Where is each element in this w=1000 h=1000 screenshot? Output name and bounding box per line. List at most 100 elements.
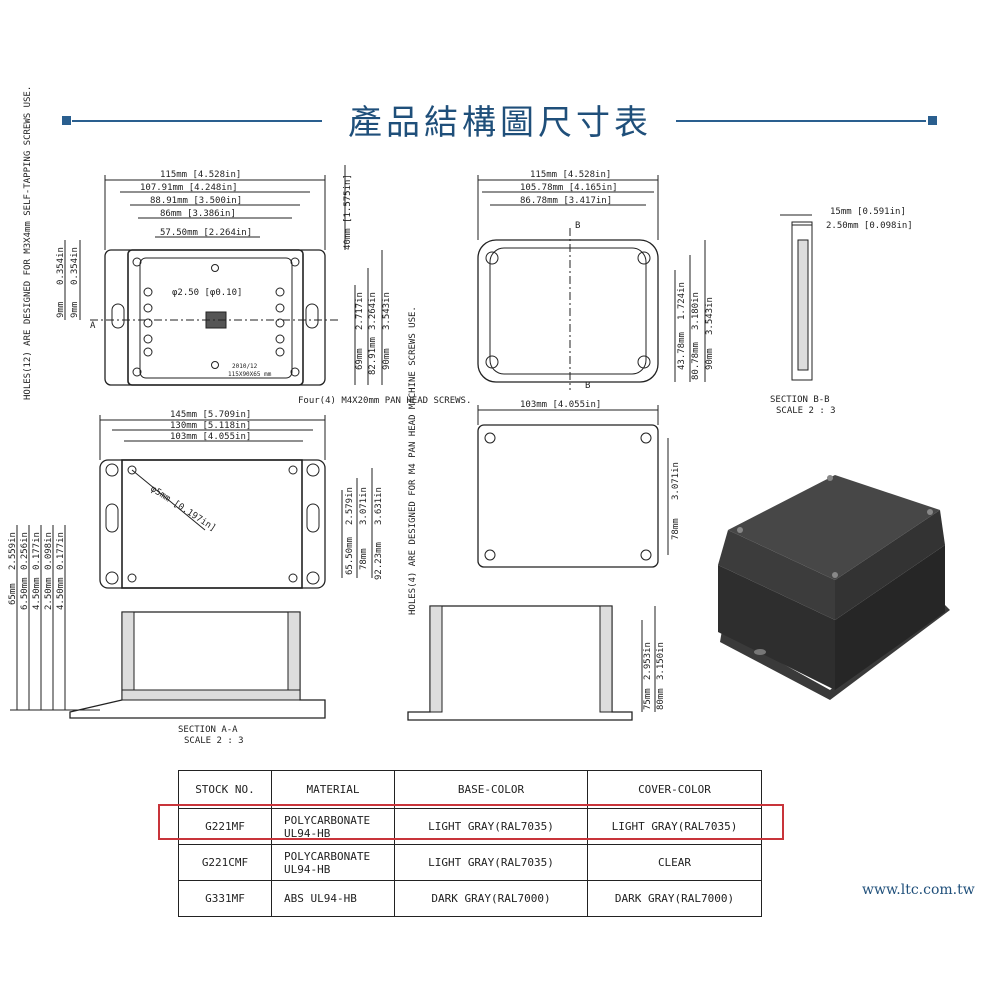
- base-back-view: [477, 405, 669, 568]
- section-aa-scale: SCALE 2 : 3: [184, 736, 244, 746]
- dim-bottom-3631: 3.631in: [374, 487, 384, 525]
- dim-side-0177a: 0.177in: [32, 532, 42, 570]
- base-inside-view: [477, 175, 706, 390]
- side-height-dims: [10, 525, 100, 711]
- website-footer: www.ltc.com.tw: [862, 882, 975, 898]
- dim-lid-left-9a: 9mm: [56, 302, 66, 318]
- spec-table: STOCK NO. MATERIAL BASE-COLOR COVER-COLO…: [178, 770, 762, 917]
- base-color-cell: DARK GRAY(RAL7000): [394, 880, 588, 917]
- dim-inner-3543: 3.543in: [705, 297, 715, 335]
- dim-bottom-78mm: 78mm: [359, 548, 369, 570]
- dim-back-78mm: 78mm: [671, 518, 681, 540]
- section-bb-view: [780, 214, 813, 381]
- lid-stamp-size: 115X90X65 mm: [228, 371, 272, 378]
- lid-section-mark: A: [90, 321, 96, 331]
- dim-lid-57: 57.50mm [2.264in]: [160, 228, 252, 238]
- section-aa-title: SECTION A-A: [178, 725, 238, 735]
- lid-stamp-date: 2010/12: [232, 363, 258, 370]
- dim-side-650: 6.50mm: [20, 577, 30, 610]
- dim-bottom-130: 130mm [5.118in]: [170, 421, 251, 431]
- dim-lid-left-9b: 9mm: [70, 302, 80, 318]
- stock-cell: G331MF: [178, 880, 272, 917]
- technical-drawing: 115mm [4.528in] 107.91mm [4.248in] 88.91…: [8, 86, 950, 746]
- holes-note-right: HOLES(4) ARE DESIGNED FOR M4 PAN HEAD MA…: [408, 306, 418, 615]
- col-cover-color: COVER-COLOR: [587, 770, 762, 809]
- dim-bottom-hole: φ5mm [0.197in]: [148, 484, 217, 534]
- cover-color-cell: CLEAR: [587, 844, 762, 881]
- front-section-view: [407, 605, 656, 721]
- dim-lid-40mm: 40mm [1.575in]: [343, 174, 353, 250]
- dim-lid-3264: 3.264in: [368, 292, 378, 330]
- enclosure-3d-render: [718, 475, 950, 700]
- section-bb-scale: SCALE 2 : 3: [776, 406, 836, 416]
- section-b-top: B: [575, 221, 580, 231]
- dim-side-0256: 0.256in: [20, 532, 30, 570]
- base-color-cell: LIGHT GRAY(RAL7035): [394, 844, 588, 881]
- dim-lid-3543: 3.543in: [382, 292, 392, 330]
- dim-bottom-103: 103mm [4.055in]: [170, 432, 251, 442]
- material-line-2: UL94-HB: [284, 826, 331, 840]
- dim-back-3071: 3.071in: [671, 462, 681, 500]
- dim-lid-115: 115mm [4.528in]: [160, 170, 241, 180]
- col-material: MATERIAL: [271, 770, 395, 809]
- dim-inner-1724: 1.724in: [677, 282, 687, 320]
- dim-lid-2717: 2.717in: [355, 292, 365, 330]
- dim-side-65mm: 65mm: [8, 583, 18, 605]
- dim-side-250: 2.50mm: [44, 577, 54, 610]
- dim-inner-80mm: 80.78mm: [691, 342, 701, 380]
- dim-inner-115: 115mm [4.528in]: [530, 170, 611, 180]
- dim-bottom-145: 145mm [5.709in]: [170, 410, 251, 420]
- section-bb-title: SECTION B-B: [770, 395, 830, 405]
- material-line-1: POLYCARBONATE: [284, 813, 371, 827]
- base-bottom-view: [99, 415, 373, 589]
- dim-side-0177b: 0.177in: [56, 532, 66, 570]
- dim-front-3150: 3.150in: [656, 642, 666, 680]
- dim-bottom-2579: 2.579in: [345, 487, 355, 525]
- table-header-row: STOCK NO. MATERIAL BASE-COLOR COVER-COLO…: [178, 770, 762, 809]
- dim-lid-88: 88.91mm [3.500in]: [150, 196, 242, 206]
- dim-side-450b: 4.50mm: [56, 577, 66, 610]
- dim-side-450a: 4.50mm: [32, 577, 42, 610]
- highlight-box: [158, 804, 784, 840]
- dim-bottom-65mm: 65.50mm: [345, 537, 355, 575]
- dim-lid-86: 86mm [3.386in]: [160, 209, 236, 219]
- material-cell: ABS UL94-HB: [271, 880, 395, 917]
- dim-back-103: 103mm [4.055in]: [520, 400, 601, 410]
- dim-front-2953: 2.953in: [643, 642, 653, 680]
- dim-side-2559: 2.559in: [8, 532, 18, 570]
- dim-front-80mm: 80mm: [656, 688, 666, 710]
- dim-inner-3180: 3.180in: [691, 292, 701, 330]
- section-b-bottom: B: [585, 381, 590, 391]
- dim-lid-hole: φ2.50 [φ0.10]: [172, 288, 242, 298]
- col-base-color: BASE-COLOR: [394, 770, 588, 809]
- dim-inner-86: 86.78mm [3.417in]: [520, 196, 612, 206]
- dim-bottom-3071: 3.071in: [359, 487, 369, 525]
- page-title: 產品結構圖尺寸表: [348, 103, 652, 143]
- screws-note: Four(4) M4X20mm PAN HEAD SCREWS.: [298, 396, 471, 406]
- dim-lid-left-354a: 0.354in: [56, 247, 66, 285]
- table-row: G331MF ABS UL94-HB DARK GRAY(RAL7000) DA…: [178, 880, 762, 917]
- title-left-dot: [62, 116, 71, 125]
- dim-lid-90mm: 90mm: [382, 348, 392, 370]
- dim-lid-107: 107.91mm [4.248in]: [140, 183, 238, 193]
- dim-lid-82mm: 82.91mm: [368, 337, 378, 375]
- lid-top-view: [64, 165, 383, 386]
- col-stock: STOCK NO.: [178, 770, 272, 809]
- material-line-2: UL94-HB: [284, 862, 331, 876]
- dim-inner-90mm: 90mm: [705, 348, 715, 370]
- stock-cell: G221CMF: [178, 844, 272, 881]
- material-line-1: POLYCARBONATE: [284, 849, 371, 863]
- title-right-rule: [676, 120, 926, 122]
- holes-note-left: HOLES(12) ARE DESIGNED FOR M3X4mm SELF-T…: [23, 86, 33, 400]
- cover-color-cell: DARK GRAY(RAL7000): [587, 880, 762, 917]
- dim-lid-69mm: 69mm: [355, 348, 365, 370]
- dim-bb-250: 2.50mm [0.098in]: [826, 221, 913, 231]
- dim-inner-43mm: 43.78mm: [677, 332, 687, 370]
- dim-lid-left-354b: 0.354in: [70, 247, 80, 285]
- title-left-rule: [72, 120, 322, 122]
- dim-inner-105: 105.78mm [4.165in]: [520, 183, 618, 193]
- dim-bottom-92mm: 92.23mm: [374, 542, 384, 580]
